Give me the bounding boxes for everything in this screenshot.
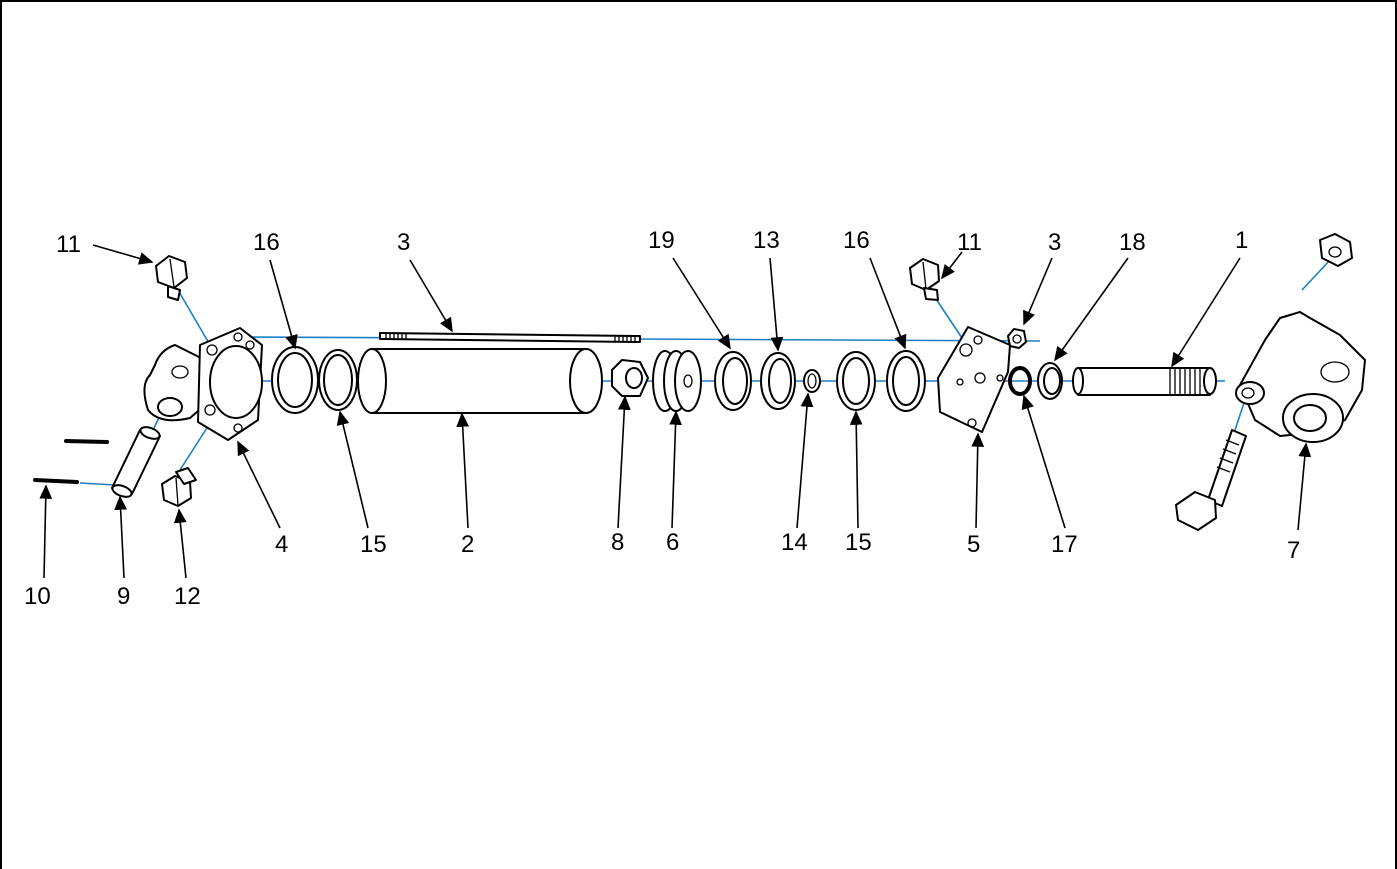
callout-8: 8: [611, 529, 624, 556]
leader-lines: [39, 244, 1312, 579]
fitting-part-12: [161, 467, 197, 507]
seal-part-13: [760, 352, 796, 410]
callout-1: 1: [1235, 227, 1248, 254]
fitting-11-axis-line: [177, 289, 211, 346]
seal-part-16-right: [886, 350, 926, 412]
callout-6: 6: [666, 529, 679, 556]
piston-rod-part-1: [1072, 367, 1217, 396]
end-cap-part-4: [143, 327, 263, 441]
tie-rod-part-3: [379, 332, 641, 343]
callout-10: 10: [24, 583, 51, 610]
callout-12: 12: [174, 583, 201, 610]
clevis-pin-part-9: [111, 426, 161, 498]
cotter-pin-part-10: [33, 439, 109, 484]
cylinder-tube-part-2: [357, 348, 603, 414]
callout-11: 11: [957, 229, 982, 256]
callout-2: 2: [461, 531, 474, 558]
fitting-part-11-right: [909, 258, 940, 301]
o-ring-part-17: [1008, 366, 1032, 396]
seal-part-15-left: [318, 349, 358, 411]
callout-4: 4: [275, 531, 288, 558]
hex-nut-part-8: [611, 359, 649, 397]
rod-eye-part-7: [1175, 233, 1366, 531]
callout-18: 18: [1119, 229, 1146, 256]
callout-3: 3: [397, 229, 410, 256]
callout-3: 3: [1048, 229, 1061, 256]
callout-5: 5: [967, 531, 980, 558]
callout-15: 15: [360, 531, 387, 558]
pin-axis-line: [79, 482, 116, 486]
seal-part-19: [714, 351, 752, 411]
tie-rod-nut-part-3: [1007, 328, 1027, 349]
callout-13: 13: [753, 227, 780, 254]
nut-7-axis-line: [1301, 259, 1331, 291]
callout-14: 14: [781, 529, 808, 556]
callout-19: 19: [648, 227, 675, 254]
callout-16: 16: [843, 227, 870, 254]
callout-16: 16: [253, 229, 280, 256]
seal-part-16-left: [271, 346, 319, 414]
callout-15: 15: [845, 529, 872, 556]
seal-part-15-right: [836, 351, 876, 411]
piston-part-6: [652, 350, 702, 412]
wiper-part-18: [1037, 362, 1063, 400]
fitting-part-11-left: [155, 255, 188, 301]
callout-17: 17: [1051, 531, 1078, 558]
end-cap-part-5: [937, 326, 1011, 433]
callout-7: 7: [1287, 537, 1300, 564]
callout-labels: 11 16 3 19 13 16 11 3 18 1 4 15 2 8 6 14…: [24, 227, 1300, 610]
callout-11: 11: [56, 231, 81, 258]
o-ring-part-14: [803, 369, 821, 393]
callout-9: 9: [117, 583, 130, 610]
